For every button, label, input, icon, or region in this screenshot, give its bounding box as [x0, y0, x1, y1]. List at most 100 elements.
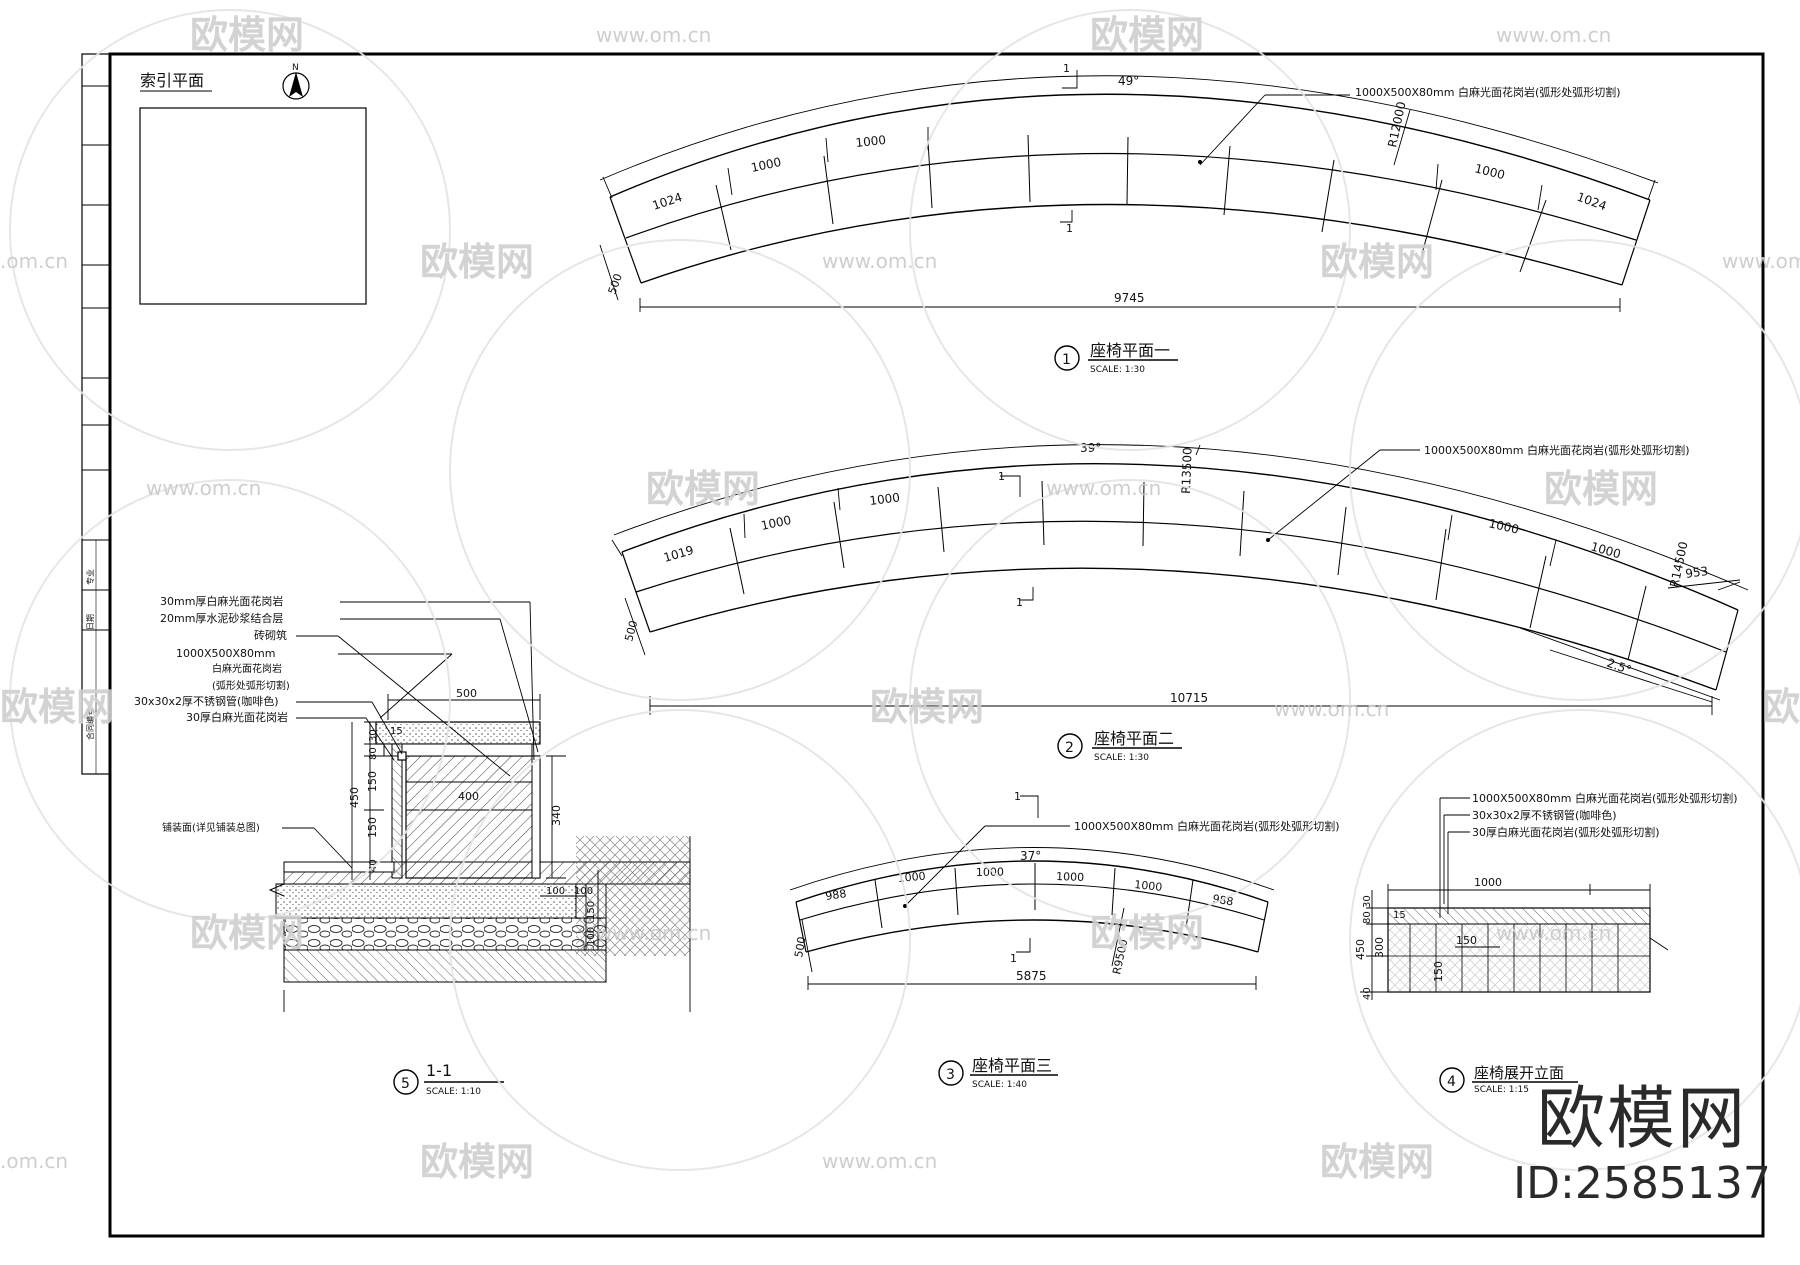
- plan1-dim-3: 1000: [855, 133, 887, 150]
- section-title: 1-1: [426, 1061, 452, 1080]
- plan1-dim-1: 1024: [651, 190, 684, 213]
- plan2-dim-6: 953: [1684, 564, 1709, 581]
- plan2-angle-2: 2.5°: [1605, 656, 1633, 678]
- plan2-outer-arc: [621, 463, 1739, 611]
- svg-text:4: 4: [1447, 1074, 1456, 1090]
- plan2-inner-arc: [649, 567, 1717, 691]
- watermark-arcs: [9, 9, 1800, 1171]
- bench-plan-1: 1 1 49° R12000 1000X500X80mm 白麻光面花岗岩(弧形处…: [599, 62, 1659, 375]
- elevation-dim-450: 450: [1354, 939, 1367, 960]
- section-dim-100c: 100: [586, 927, 597, 946]
- plan3-dim-2: 1000: [897, 870, 926, 885]
- section-note-3: 砖砌筑: [254, 628, 287, 642]
- svg-text:www.om.cn: www.om.cn: [822, 1149, 937, 1173]
- svg-text:www.om.cn: www.om.cn: [596, 921, 711, 945]
- section-dim-450: 450: [348, 787, 361, 808]
- svg-text:欧模网: 欧模网: [1090, 911, 1204, 955]
- plan1-scale: SCALE: 1:30: [1090, 365, 1145, 375]
- elevation-dim-300: 300: [1373, 937, 1386, 958]
- plan2-section-mark-top: 1: [998, 470, 1005, 483]
- elevation-title: 座椅展开立面: [1474, 1064, 1564, 1082]
- plan2-dim-1: 1019: [662, 543, 695, 565]
- elevation-dim-15: 15: [1393, 910, 1406, 921]
- section-note-1: 30mm厚白麻光面花岗岩: [160, 594, 283, 608]
- brand-id: ID:2585137: [1513, 1158, 1771, 1209]
- side-label-3: 日期: [86, 614, 95, 630]
- elevation-note-1: 1000X500X80mm 白麻光面花岗岩(弧形处弧形切割): [1472, 791, 1738, 805]
- watermark-logo-2: 欧模网 www.om.cn: [1090, 13, 1611, 57]
- section-scale: SCALE: 1:10: [426, 1087, 481, 1097]
- svg-text:欧模网: 欧模网: [646, 467, 760, 511]
- plan3-outer-arc: [795, 860, 1269, 903]
- svg-text:N: N: [292, 63, 299, 73]
- section-note-5: 白麻光面花岗岩: [212, 662, 282, 675]
- elevation-note-3: 30厚白麻光面花岗岩(弧形处弧形切割): [1472, 825, 1660, 839]
- brand-watermark: 欧模网 ID:2585137: [1512, 1082, 1772, 1210]
- svg-text:www.om.cn: www.om.cn: [596, 23, 711, 47]
- svg-text:欧模网: 欧模网: [870, 685, 984, 729]
- plan2-title: 座椅平面二: [1094, 729, 1174, 748]
- svg-text:www.om.cn: www.om.cn: [822, 249, 937, 273]
- section-dim-150c: 150: [586, 901, 597, 920]
- watermark-logo-3: 欧模网 www.om.cn .om.cn: [0, 240, 937, 284]
- plan2-dim-3: 1000: [869, 490, 901, 508]
- section-note-9: 铺装面(详见铺装总图): [162, 821, 260, 834]
- plan3-scale: SCALE: 1:40: [972, 1080, 1027, 1090]
- plan1-outer-arc: [609, 93, 1651, 201]
- watermark-logo-8: .om.cn 欧模网 www.om.cn 欧模网: [0, 1140, 1434, 1184]
- svg-text:欧模网: 欧模网: [420, 1140, 534, 1184]
- plan2-radius-outer: R13500: [1179, 447, 1195, 494]
- section-dim-500: 500: [456, 687, 477, 700]
- plan3-width-dim: 500: [792, 936, 808, 959]
- plan3-inner-arc: [805, 919, 1259, 953]
- side-label-2: 专业: [85, 569, 95, 585]
- plan2-section-mark-bottom: 1: [1016, 596, 1023, 609]
- plan1-mid-arc: [625, 152, 1637, 241]
- svg-text:欧模网: 欧模网: [1762, 685, 1800, 729]
- section-dim-80: 80: [368, 747, 379, 760]
- section-dim-400: 400: [458, 790, 479, 803]
- plan1-dim-2: 1000: [750, 155, 783, 175]
- plan2-mid-arc: [635, 520, 1727, 653]
- section-dim-340: 340: [550, 805, 563, 826]
- section-note-6: (弧形处弧形切割): [212, 679, 290, 692]
- plan2-dim-5: 1000: [1589, 539, 1622, 561]
- watermark-logo-4: 欧模网 www.om.cn: [1320, 240, 1800, 284]
- section-note-7: 30x30x2厚不锈钢管(咖啡色): [134, 694, 279, 708]
- svg-text:.om.cn: .om.cn: [0, 249, 68, 273]
- north-arrow-icon: N: [282, 63, 310, 100]
- watermark-logo-7: 欧模网 www.om.cn 欧模网 www.om.cn: [190, 911, 1611, 955]
- elevation-dim-40: 40: [1362, 987, 1373, 1000]
- watermark-logo-1: 欧模网 www.om.cn: [190, 13, 711, 57]
- svg-text:2: 2: [1065, 740, 1074, 756]
- section-note-8: 30厚白麻光面花岗岩: [186, 710, 288, 724]
- svg-text:欧模网: 欧模网: [1090, 13, 1204, 57]
- svg-text:5: 5: [401, 1076, 410, 1092]
- svg-text:www.om.cn: www.om.cn: [1722, 249, 1800, 273]
- plan1-chord-dim: 9745: [1114, 291, 1145, 305]
- plan3-dim-4: 1000: [1056, 870, 1084, 884]
- svg-text:欧模网: 欧模网: [190, 911, 304, 955]
- plan1-width-dim: 500: [606, 272, 625, 296]
- section-dim-150b: 150: [366, 817, 379, 838]
- elevation-dim-1000: 1000: [1474, 876, 1502, 889]
- elevation-dim-80: 80: [1362, 911, 1373, 924]
- plan2-caption: 2 座椅平面二 SCALE: 1:30: [1057, 729, 1182, 763]
- plan3-note: 1000X500X80mm 白麻光面花岗岩(弧形处弧形切割): [1074, 819, 1340, 833]
- plan1-section-mark-bottom: 1: [1066, 222, 1073, 235]
- svg-text:欧模网: 欧模网: [1320, 240, 1434, 284]
- section-note-4: 1000X500X80mm: [176, 647, 276, 660]
- svg-text:欧模网: 欧模网: [190, 13, 304, 57]
- plan3-section-mark-bottom: 1: [1010, 952, 1017, 965]
- elevation-dim-150b: 150: [1432, 961, 1445, 982]
- plan3-caption: 3 座椅平面三 SCALE: 1:40: [938, 1056, 1058, 1090]
- plan3-chord-dim: 5875: [1016, 969, 1047, 983]
- svg-text:www.om.cn: www.om.cn: [146, 476, 261, 500]
- section-dim-30: 30: [368, 729, 379, 742]
- bench-elevation: 1000X500X80mm 白麻光面花岗岩(弧形处弧形切割) 30x30x2厚不…: [1354, 791, 1738, 1095]
- section-dim-100b: 100: [574, 886, 593, 897]
- plan1-angle: 49°: [1118, 74, 1139, 88]
- index-plan-title: 索引平面: [140, 71, 204, 90]
- svg-text:www.om.cn: www.om.cn: [1496, 23, 1611, 47]
